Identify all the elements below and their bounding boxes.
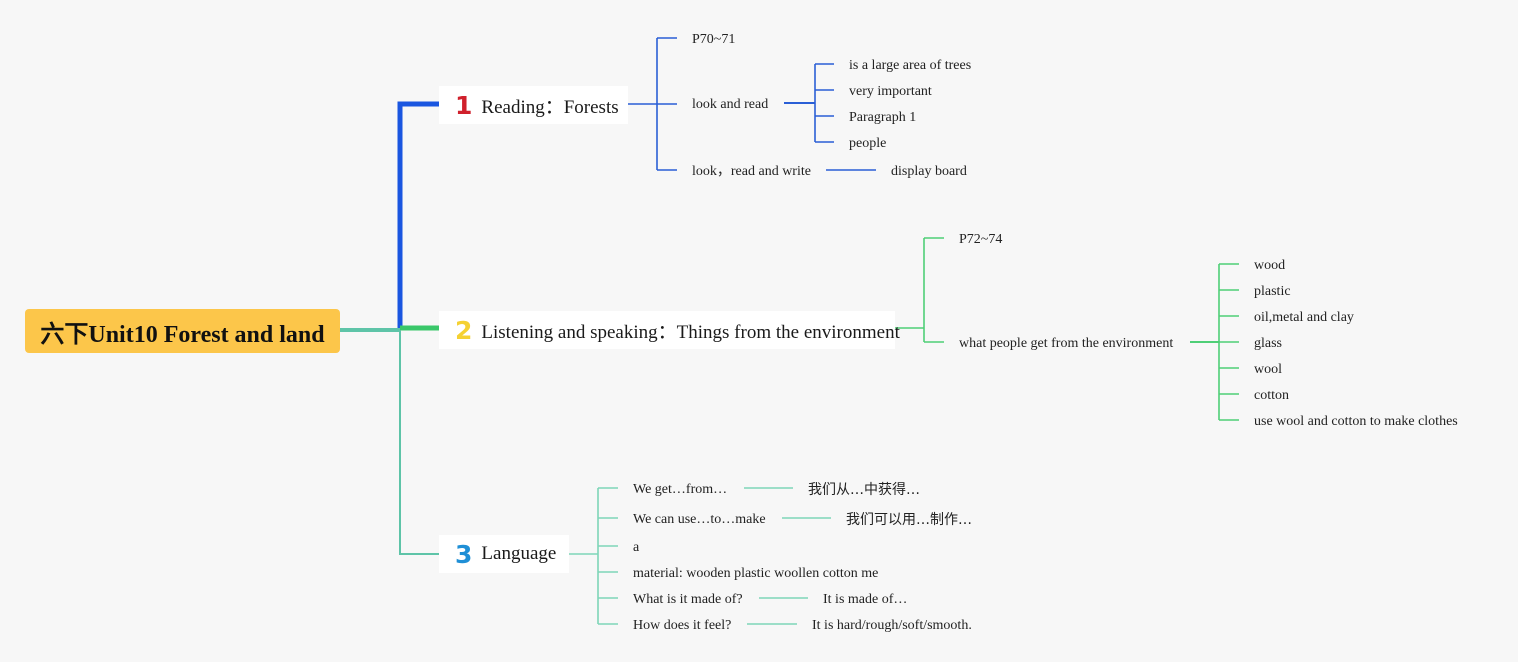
leaf-cotton[interactable]: cotton (1254, 388, 1289, 403)
branch-label: Reading：Forests (481, 96, 619, 118)
leaf-we-get-from[interactable]: We get…from… (633, 482, 728, 497)
leaf-it-is-made-of[interactable]: It is made of… (823, 592, 908, 607)
leaf-a[interactable]: a (633, 540, 640, 555)
branch-number-1: 1 (455, 90, 473, 120)
leaf-plastic[interactable]: plastic (1254, 284, 1291, 299)
leaf-very-important[interactable]: very important (849, 84, 932, 99)
leaf-we-can-use-zh[interactable]: 我们可以用…制作… (846, 512, 972, 528)
branch-number-2: 2 (455, 315, 473, 345)
branch-number-3: 3 (455, 539, 473, 569)
leaf-look-read-write[interactable]: look，read and write (692, 164, 811, 179)
leaf-page-p70[interactable]: P70~71 (692, 32, 736, 47)
root-topic[interactable]: 六下Unit10 Forest and land (25, 309, 340, 353)
branch-language[interactable]: 3 Language (439, 535, 569, 573)
leaf-what-made-of[interactable]: What is it made of? (633, 592, 743, 607)
leaf-paragraph-1[interactable]: Paragraph 1 (849, 110, 917, 125)
branch-reading-forests[interactable]: 1 Reading：Forests (439, 86, 628, 124)
leaf-wool[interactable]: wool (1254, 362, 1282, 377)
leaf-display-board[interactable]: display board (891, 164, 967, 179)
leaf-what-people-get[interactable]: what people get from the environment (959, 336, 1174, 351)
leaf-large-area-of-trees[interactable]: is a large area of trees (849, 58, 972, 73)
branch-listening-speaking[interactable]: 2 Listening and speaking：Things from the… (439, 311, 900, 349)
branch-label: Language (481, 543, 557, 564)
leaf-look-and-read[interactable]: look and read (692, 97, 769, 112)
leaf-we-can-use[interactable]: We can use…to…make (633, 512, 766, 527)
branch3-connector (399, 330, 440, 555)
branch1-connector (397, 101, 440, 328)
leaf-wool-cotton-clothes[interactable]: use wool and cotton to make clothes (1254, 414, 1458, 429)
leaf-material[interactable]: material: wooden plastic woollen cotton … (633, 566, 879, 581)
leaf-we-get-from-zh[interactable]: 我们从…中获得… (808, 482, 920, 498)
leaf-page-p72[interactable]: P72~74 (959, 232, 1003, 247)
leaf-it-is-hard[interactable]: It is hard/rough/soft/smooth. (812, 618, 972, 633)
leaf-glass[interactable]: glass (1254, 336, 1282, 351)
leaf-how-does-it-feel[interactable]: How does it feel? (633, 618, 732, 633)
leaf-oil-metal-clay[interactable]: oil,metal and clay (1254, 310, 1354, 325)
leaf-people[interactable]: people (849, 136, 887, 151)
leaf-wood[interactable]: wood (1254, 258, 1286, 273)
branch-label: Listening and speaking：Things from the e… (481, 321, 900, 343)
